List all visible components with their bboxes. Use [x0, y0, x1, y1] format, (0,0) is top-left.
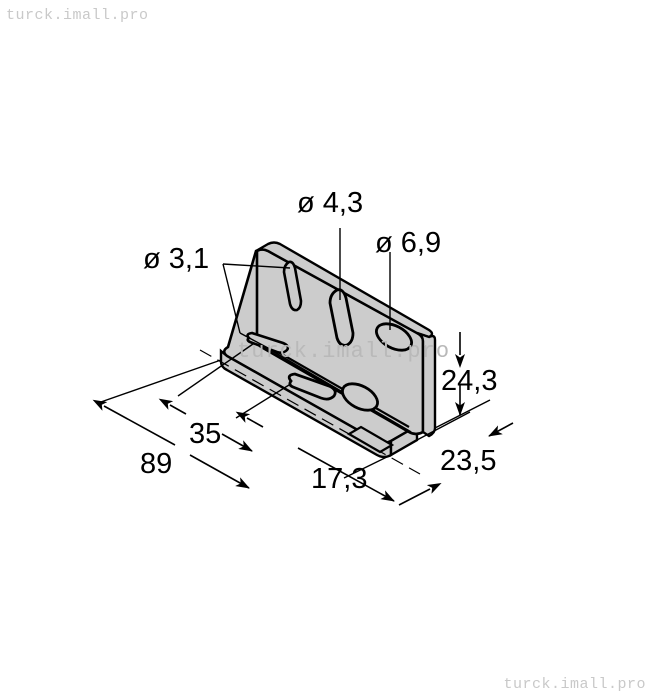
base-foot-tab — [346, 425, 395, 454]
dimension-89: 89 — [92, 399, 250, 489]
dimension-35-label: 35 — [189, 418, 221, 450]
dimension-24-3: 24,3 — [441, 332, 497, 416]
base-centerline — [199, 349, 421, 475]
bracket-part — [199, 241, 437, 475]
dimension-17-3-label: 17,3 — [311, 463, 367, 495]
dimension-35: 35 — [158, 398, 253, 452]
dimension-17-3: 17,3 — [235, 411, 395, 502]
base-round-hole — [341, 382, 379, 412]
dimension-89-label: 89 — [140, 448, 172, 480]
dimension-24-3-label: 24,3 — [441, 365, 497, 397]
callout-dia-4-3-label: ø 4,3 — [297, 187, 363, 219]
callout-dia-3-1-label: ø 3,1 — [143, 243, 209, 275]
bracket-fold-radius — [261, 344, 412, 433]
dimension-23-5-label: 23,5 — [440, 445, 496, 477]
flange-slot-left — [282, 260, 303, 312]
callout-dia-3-1: ø 3,1 — [143, 243, 291, 349]
base-slot-left — [246, 331, 290, 354]
flange-slot-middle — [328, 288, 355, 347]
callout-dia-4-3: ø 4,3 — [297, 187, 363, 300]
flange-round-hole — [375, 322, 413, 352]
vertical-flange-right-edge — [416, 331, 437, 438]
watermark-bottom-right: turck.imall.pro — [503, 676, 646, 693]
center-watermark: turck.imall.pro — [237, 339, 450, 364]
bracket-inner-corner-line — [256, 339, 410, 428]
callout-dia-6-9-label: ø 6,9 — [375, 227, 441, 259]
watermark-top-left: turck.imall.pro — [6, 7, 149, 24]
base-slot-middle — [287, 372, 337, 401]
callout-dia-6-9: ø 6,9 — [375, 227, 441, 330]
dimension-23-5: 23,5 — [398, 422, 514, 506]
